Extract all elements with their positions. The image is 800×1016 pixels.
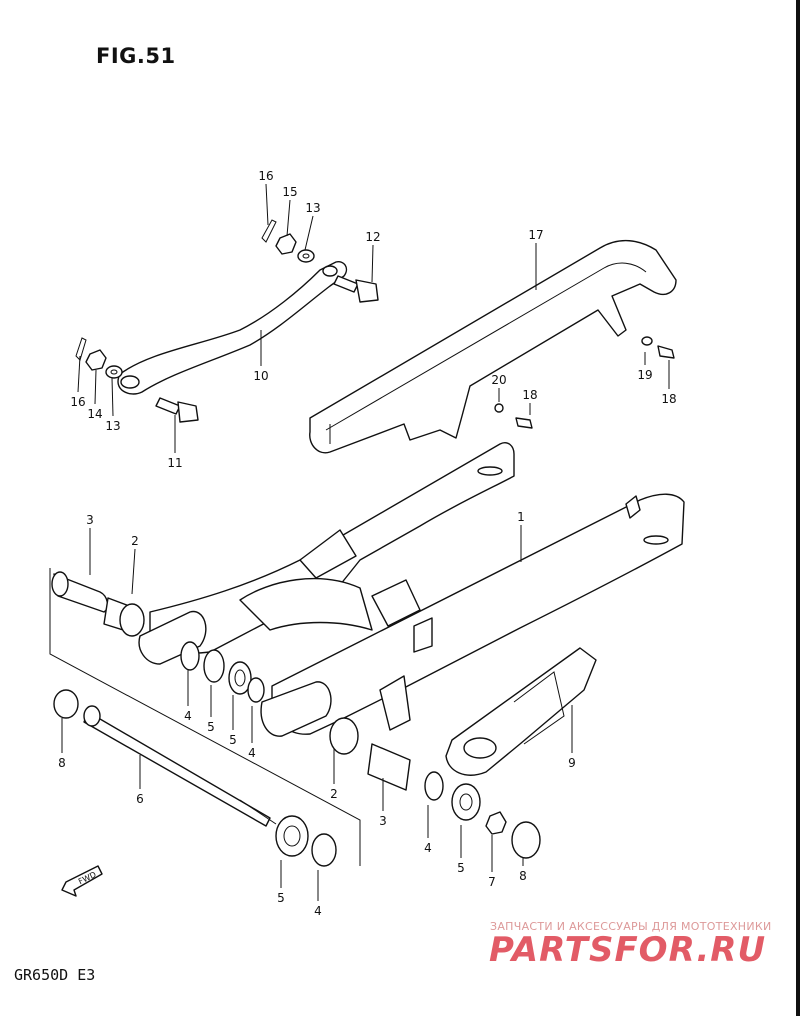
chain-guard	[445, 647, 597, 776]
page-edge	[796, 0, 800, 1016]
callout-number: 4	[248, 746, 256, 760]
callout-number: 3	[86, 513, 94, 527]
torque-rod	[117, 261, 348, 395]
callout-leader	[131, 548, 136, 595]
callout-number: 5	[207, 720, 215, 734]
callout-number: 14	[87, 407, 102, 421]
swingarm	[138, 442, 685, 737]
callout-number: 2	[131, 534, 139, 548]
callout-leader	[111, 377, 114, 417]
callout-number: 4	[184, 709, 192, 723]
callout-number: 1	[517, 510, 525, 524]
callout-number: 4	[424, 841, 432, 855]
callout-number: 5	[457, 861, 465, 875]
callout-leader	[77, 355, 81, 393]
bolt-11	[155, 397, 199, 423]
callout-number: 11	[167, 456, 182, 470]
callout-number: 3	[379, 814, 387, 828]
right-bearing-stack	[329, 717, 541, 859]
pivot-shaft	[53, 689, 337, 867]
callout-leader	[265, 183, 269, 226]
callout-number: 5	[229, 733, 237, 747]
watermark-tagline: ЗАПЧАСТИ И АКСЕССУАРЫ ДЛЯ МОТОТЕХНИКИ	[490, 920, 772, 933]
callout-leader	[94, 369, 97, 405]
lower-fasteners	[75, 337, 123, 379]
fwd-label: FWD	[77, 870, 98, 886]
callout-number: 15	[282, 185, 297, 199]
callout-number: 10	[253, 369, 268, 383]
callout-leader	[371, 244, 374, 283]
callout-number: 8	[519, 869, 527, 883]
callout-number: 17	[528, 228, 543, 242]
callout-number: 6	[136, 792, 144, 806]
model-code: GR650D E3	[14, 966, 96, 984]
case-fasteners	[494, 336, 675, 429]
callout-leader	[304, 215, 314, 251]
callout-number: 2	[330, 787, 338, 801]
watermark-logo: PARTSFOR.RU	[489, 930, 767, 970]
callout-number: 9	[568, 756, 576, 770]
callout-number: 13	[105, 419, 120, 433]
callout-number: 16	[70, 395, 85, 409]
callout-number: 4	[314, 904, 322, 918]
callout-leader	[286, 199, 291, 237]
left-bearing-stack	[51, 571, 265, 703]
callout-number: 16	[258, 169, 273, 183]
callout-number: 12	[365, 230, 380, 244]
callout-number: 7	[488, 875, 496, 889]
chain-case	[309, 240, 677, 454]
callout-number: 18	[522, 388, 537, 402]
callout-number: 13	[305, 201, 320, 215]
bolt-12	[333, 275, 379, 303]
upper-fasteners	[261, 219, 315, 263]
fwd-arrow-icon: FWD	[61, 865, 103, 897]
bracket-line	[49, 568, 361, 866]
callout-number: 5	[277, 891, 285, 905]
callout-number: 20	[491, 373, 506, 387]
callout-number: 8	[58, 756, 66, 770]
figure-title: FIG.51	[96, 44, 176, 68]
callout-number: 18	[661, 392, 676, 406]
callout-number: 19	[637, 368, 652, 382]
